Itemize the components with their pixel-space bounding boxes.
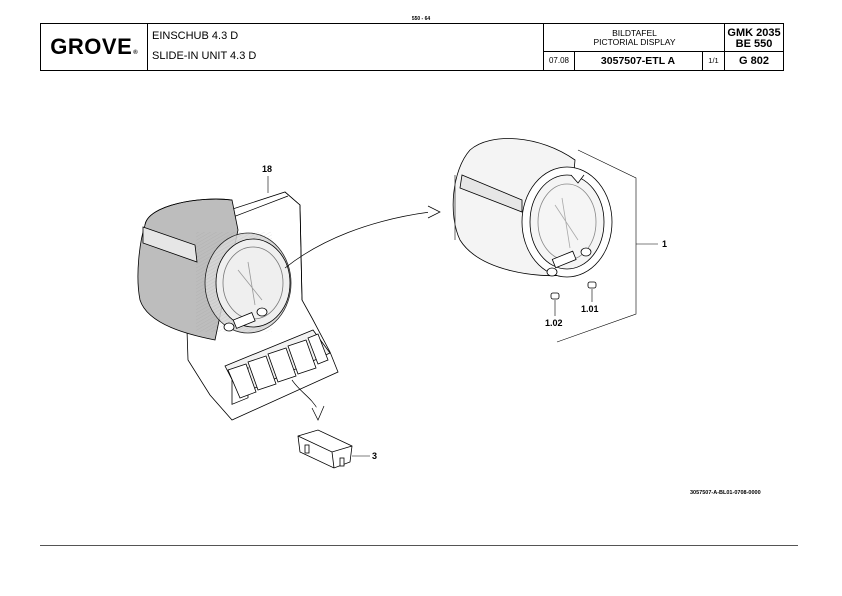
display-english: PICTORIAL DISPLAY bbox=[593, 37, 676, 47]
arrow-to-gauge bbox=[284, 211, 431, 269]
bottom-rule bbox=[40, 545, 798, 546]
logo-registered-mark: ® bbox=[133, 50, 138, 56]
callout-1: 1 bbox=[662, 239, 667, 249]
arrow-to-gauge-head bbox=[427, 205, 441, 219]
button-cap-drawing bbox=[297, 429, 353, 469]
callout-18: 18 bbox=[262, 164, 272, 174]
item-1-bracket bbox=[556, 149, 637, 343]
document-reference: 3057507-ETL A bbox=[574, 52, 703, 70]
sheet-number: 1/1 bbox=[708, 56, 719, 65]
callout-1-02: 1.02 bbox=[545, 318, 563, 328]
display-cell: BILDTAFEL PICTORIAL DISPLAY 07.08 305750… bbox=[544, 24, 725, 70]
arrow-to-cap-head bbox=[311, 405, 325, 421]
gauge-drawing bbox=[452, 138, 613, 278]
pin-1-02 bbox=[550, 292, 560, 300]
logo-text: GROVE bbox=[50, 34, 133, 59]
model-cell: GMK 2035 BE 550 G 802 bbox=[725, 24, 783, 70]
assembly-name-cell: EINSCHUB 4.3 D SLIDE-IN UNIT 4.3 D bbox=[148, 24, 544, 70]
title-german: EINSCHUB 4.3 D bbox=[152, 30, 239, 42]
slide-in-unit-drawing bbox=[137, 191, 339, 421]
display-type: BILDTAFEL PICTORIAL DISPLAY bbox=[544, 24, 725, 52]
page-number: 550 - 64 bbox=[411, 16, 431, 22]
grove-logo: GROVE ® bbox=[41, 24, 148, 70]
model-variant: BE 550 bbox=[735, 38, 773, 50]
model-group: G 802 bbox=[739, 55, 769, 67]
model-name: GMK 2035 bbox=[727, 27, 781, 39]
callout-3: 3 bbox=[372, 451, 377, 461]
drawing-reference: 3057507-A-BL01-0708-0000 bbox=[690, 490, 761, 496]
issue-date: 07.08 bbox=[544, 52, 575, 70]
pin-1-01 bbox=[587, 281, 597, 289]
title-english: SLIDE-IN UNIT 4.3 D bbox=[152, 50, 257, 62]
callout-1-01: 1.01 bbox=[581, 304, 599, 314]
display-german: BILDTAFEL bbox=[612, 28, 657, 38]
title-block: GROVE ® EINSCHUB 4.3 D SLIDE-IN UNIT 4.3… bbox=[40, 23, 784, 71]
arrow-to-cap bbox=[291, 379, 319, 411]
model-top: GMK 2035 BE 550 bbox=[725, 24, 783, 52]
